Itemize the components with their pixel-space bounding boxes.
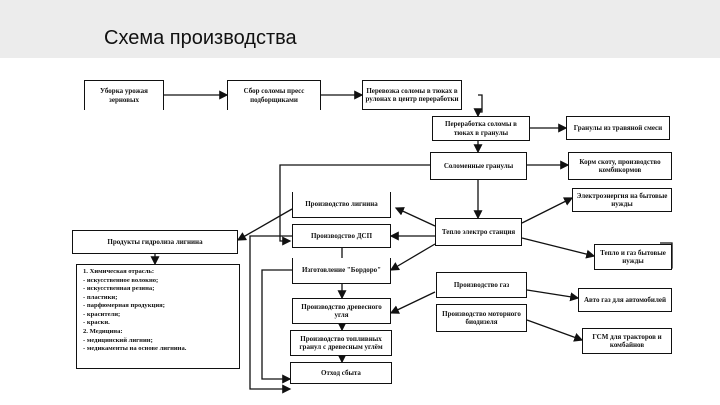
node-gas: Производство газ	[436, 272, 527, 298]
arrow-lignin-products	[236, 208, 293, 241]
arrow-thermal-heat	[521, 237, 596, 259]
diagram-connectors	[150, 90, 673, 394]
node-processing: Переработка соломы в тюках в гранулы	[432, 116, 530, 141]
arrow-biodiesel-gsm	[526, 319, 584, 342]
arrow-gas-autogas	[526, 289, 580, 302]
node-bordo: Изготовление "Бордоро"	[292, 258, 391, 284]
line-left-loop-2	[249, 235, 292, 394]
node-transport: Перевозка соломы в тюках в рулонах в цен…	[362, 80, 462, 110]
arrow-thermal-bordo	[389, 243, 436, 271]
node-heat: Тепло и газ бытовые нужды	[594, 244, 672, 270]
node-dsp: Производство ДСП	[292, 224, 391, 248]
node-lignin-products: Продукты гидролиза лигнина	[72, 230, 238, 254]
node-pellets: Соломенные гранулы	[430, 152, 527, 180]
node-biodiesel: Производство моторного биодизеля	[436, 304, 527, 332]
line-left-loop-1	[261, 269, 292, 384]
arrow-transport-processing	[473, 94, 483, 118]
arrow-thermal-electricity	[521, 197, 574, 224]
node-pellets-out: Гранулы из травяной смеси	[566, 116, 670, 140]
node-feed: Корм скоту, производство комбикормов	[568, 152, 672, 180]
node-electricity: Электроэнергия на бытовые нужды	[572, 188, 672, 212]
node-charcoal: Производство древесного угля	[292, 298, 391, 324]
line-pellets-left	[279, 164, 430, 246]
node-chem-list: 1. Химическая отрасль: - искусственное в…	[76, 264, 240, 369]
node-lignin: Производство лигнина	[292, 192, 391, 218]
arrow-bordo-gas	[389, 291, 436, 314]
slide-title: Схема производства	[104, 27, 297, 49]
node-waste: Отход сбыта	[290, 362, 392, 384]
production-diagram: Уборка урожая зерновых Сбор соломы пресс…	[0, 58, 720, 405]
node-straw-collect: Сбор соломы пресс подборщиками	[227, 80, 321, 110]
node-fuel-mix: Производство топливных гранул с древесны…	[290, 330, 392, 356]
arrow-thermal-lignin	[394, 207, 436, 227]
slide-header: Схема производства	[0, 0, 720, 58]
node-thermal-station: Тепло электро станция	[435, 218, 522, 246]
node-harvest: Уборка урожая зерновых	[84, 80, 164, 110]
node-auto-gas: Авто газ для автомобилей	[578, 288, 672, 312]
node-gsm: ГСМ для тракторов и комбайнов	[582, 328, 672, 354]
